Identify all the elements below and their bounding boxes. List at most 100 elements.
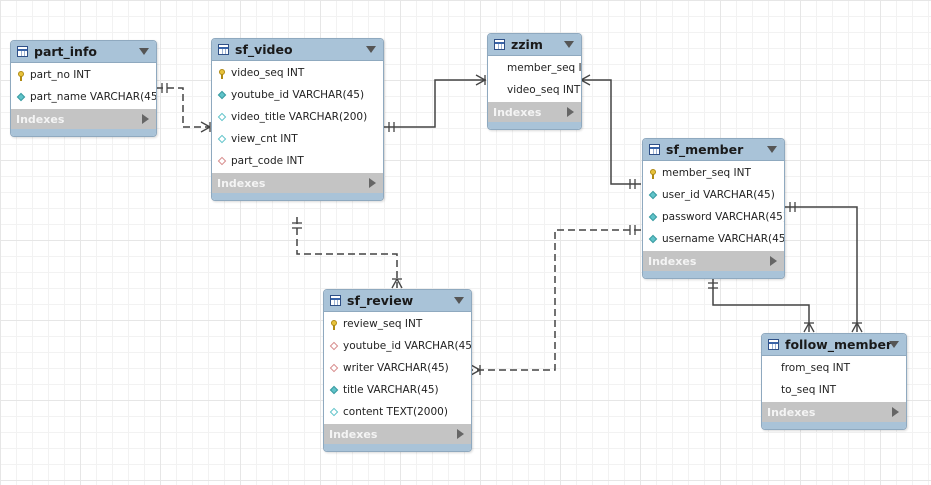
column-row[interactable]: user_id VARCHAR(45) [643,184,784,206]
indexes-bar[interactable]: Indexes [212,173,383,193]
many-mark [475,74,486,81]
column-text: video_seq INT [507,84,581,96]
table-footer [643,271,784,278]
indexes-bar[interactable]: Indexes [643,251,784,271]
column-row[interactable]: video_seq INT [212,62,383,84]
table-footer [212,193,383,200]
indexes-bar[interactable]: Indexes [762,402,906,422]
key-shape [650,168,656,179]
rel-sf-member-follow-to [784,206,858,332]
column-row[interactable]: video_seq INT [488,79,581,101]
diamond-open [217,134,227,144]
table-header[interactable]: part_info [11,41,156,63]
table-header[interactable]: sf_review [324,290,471,312]
expand-triangle-icon[interactable] [892,407,899,417]
column-row[interactable]: part_no INT [11,64,156,86]
diamond-open [329,407,339,417]
table-sf_member[interactable]: sf_member member_seq INT user_id VARCHAR(4… [642,138,785,279]
column-text: content TEXT(2000) [343,406,448,418]
table-footer [11,129,156,136]
expand-triangle-icon[interactable] [369,178,376,188]
column-row[interactable]: content TEXT(2000) [324,401,471,423]
key-shape [18,70,24,81]
column-text: video_seq INT [231,67,305,79]
table-name: sf_member [666,142,744,157]
column-text: title VARCHAR(45) [343,384,439,396]
collapse-triangle-icon[interactable] [767,146,777,153]
column-list: member_seq INT video_seq INT [488,56,581,102]
column-row[interactable]: part_name VARCHAR(45) [11,86,156,108]
diamond-filled [648,190,658,200]
many-mark [851,322,858,333]
column-text: view_cnt INT [231,133,298,145]
column-text: youtube_id VARCHAR(45) [343,340,472,352]
key-shape [219,68,225,79]
table-footer [488,122,581,129]
many-mark [856,322,863,333]
table-header[interactable]: sf_member [643,139,784,161]
indexes-bar[interactable]: Indexes [324,424,471,444]
collapse-triangle-icon[interactable] [139,48,149,55]
column-spacer [767,363,777,373]
table-icon [494,39,505,50]
column-row[interactable]: review_seq INT [324,313,471,335]
table-name: sf_video [235,42,293,57]
column-row[interactable]: youtube_id VARCHAR(45) [324,335,471,357]
many-mark [580,79,591,86]
indexes-bar[interactable]: Indexes [488,102,581,122]
foreign-key-icon [217,156,227,166]
column-text: review_seq INT [343,318,423,330]
column-row[interactable]: part_code INT [212,150,383,172]
expand-triangle-icon[interactable] [142,114,149,124]
expand-triangle-icon[interactable] [567,107,574,117]
column-list: video_seq INT youtube_id VARCHAR(45)video… [212,61,383,173]
column-row[interactable]: password VARCHAR(45) [643,206,784,228]
many-mark [580,74,591,81]
collapse-triangle-icon[interactable] [564,41,574,48]
column-row[interactable]: to_seq INT [762,379,906,401]
column-row[interactable]: username VARCHAR(45) [643,228,784,250]
diamond-filled [648,212,658,222]
column-icon [648,234,658,244]
table-sf_review[interactable]: sf_review review_seq INT youtube_id VARCHA… [323,289,472,452]
many-mark [803,322,810,333]
key-shape [331,319,337,330]
column-row[interactable]: title VARCHAR(45) [324,379,471,401]
column-row[interactable]: member_seq INT [643,162,784,184]
table-footer [324,444,471,451]
table-icon [768,339,779,350]
column-row[interactable]: member_seq INT [488,57,581,79]
table-header[interactable]: follow_member [762,334,906,356]
rel-sf-member-follow-from [712,277,810,332]
diamond-filled [329,385,339,395]
column-row[interactable]: view_cnt INT [212,128,383,150]
column-row[interactable]: video_title VARCHAR(200) [212,106,383,128]
indexes-bar[interactable]: Indexes [11,109,156,129]
table-header[interactable]: sf_video [212,39,383,61]
table-icon [649,144,660,155]
column-text: username VARCHAR(45) [662,233,785,245]
collapse-triangle-icon[interactable] [366,46,376,53]
column-row[interactable]: writer VARCHAR(45) [324,357,471,379]
many-mark [391,278,398,289]
collapse-triangle-icon[interactable] [889,341,899,348]
column-row[interactable]: from_seq INT [762,357,906,379]
column-row[interactable]: youtube_id VARCHAR(45) [212,84,383,106]
collapse-triangle-icon[interactable] [454,297,464,304]
diamond-filled [217,90,227,100]
expand-triangle-icon[interactable] [457,429,464,439]
key-icon [329,319,339,330]
table-header[interactable]: zzim [488,34,581,56]
column-text: user_id VARCHAR(45) [662,189,775,201]
table-sf_video[interactable]: sf_video video_seq INT youtube_id VARCHAR(… [211,38,384,201]
column-spacer [767,385,777,395]
expand-triangle-icon[interactable] [770,256,777,266]
key-icon [648,168,658,179]
